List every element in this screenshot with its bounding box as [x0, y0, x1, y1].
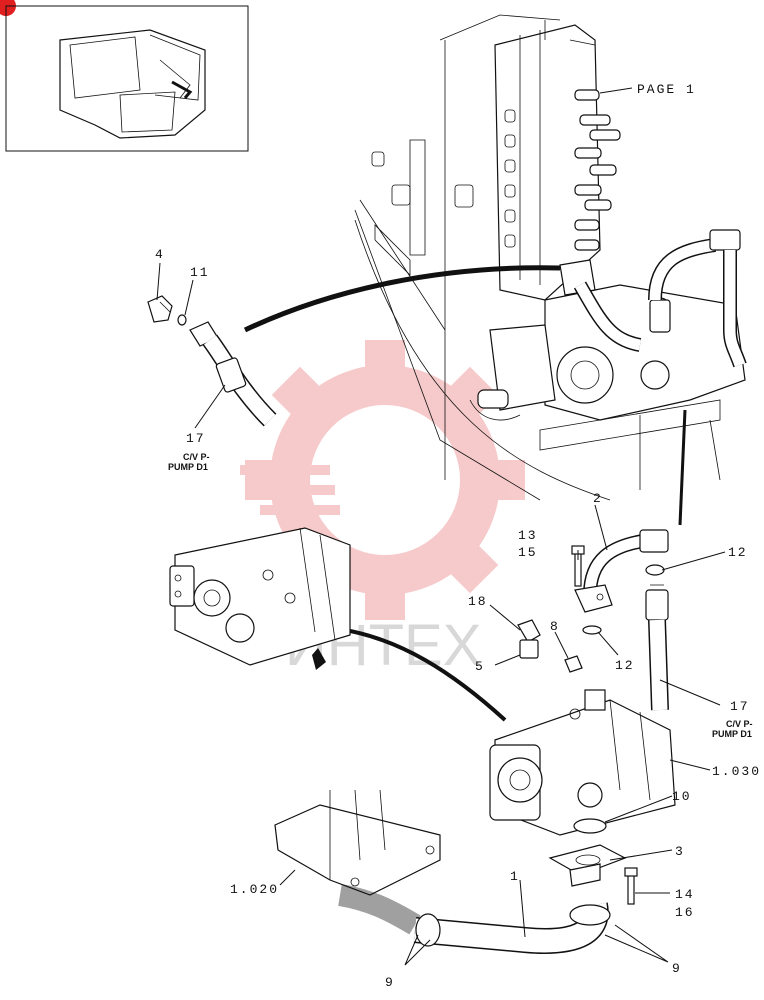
callout-5: 5 — [475, 659, 485, 674]
callout-18: 18 — [468, 594, 488, 609]
sensor-18 — [517, 619, 541, 659]
corner-mark — [0, 0, 16, 16]
note-cv-pump-right-2: PUMP D1 — [712, 729, 752, 739]
callout-8: 8 — [550, 619, 560, 634]
leader-lines — [156, 87, 726, 966]
callout-2: 2 — [593, 491, 603, 506]
plug-8 — [564, 655, 583, 673]
lower-pump-1030 — [489, 689, 676, 836]
upper-pump-assembly — [469, 259, 746, 421]
o-ring-12-lower — [582, 625, 602, 635]
callout-11: 11 — [190, 265, 210, 280]
o-ring-12-upper — [645, 564, 665, 576]
leader-arc-lower — [344, 628, 507, 722]
o-ring-10 — [573, 818, 607, 834]
bracket-1020 — [274, 789, 441, 896]
callout-1020: 1.020 — [230, 882, 279, 897]
o-ring-11 — [177, 314, 187, 326]
bolt-14 — [624, 867, 638, 905]
callout-17-left: 17 — [186, 431, 206, 446]
hose-upper-right — [573, 229, 747, 526]
control-valve — [494, 20, 621, 301]
callout-1: 1 — [510, 869, 520, 884]
fitting-4 — [147, 295, 173, 323]
callout-13: 13 — [518, 528, 538, 543]
flange-3 — [548, 844, 627, 887]
callout-4: 4 — [155, 247, 165, 262]
callout-17-right: 17 — [730, 699, 750, 714]
leader-arc-upper — [243, 265, 561, 333]
watermark-logo — [240, 340, 525, 620]
note-cv-pump-left-2: PUMP D1 — [168, 462, 208, 472]
callout-9-left: 9 — [385, 975, 395, 990]
callout-15: 15 — [518, 545, 538, 560]
hose-17-right — [645, 584, 669, 711]
pipe-2 — [574, 529, 669, 613]
callout-9-right: 9 — [672, 961, 682, 976]
excavator-thumbnail — [59, 29, 206, 139]
suction-pipe-1 — [338, 884, 611, 954]
callout-1030: 1.030 — [712, 764, 761, 779]
callout-10: 10 — [672, 789, 692, 804]
page-ref-label: PAGE 1 — [637, 82, 696, 97]
callout-14: 14 — [675, 887, 695, 902]
callout-12-upper: 12 — [728, 545, 748, 560]
note-cv-pump-left-1: C/V P- — [183, 452, 210, 462]
callout-16: 16 — [675, 905, 695, 920]
callout-3: 3 — [675, 844, 685, 859]
callout-12-lower: 12 — [615, 658, 635, 673]
note-cv-pump-right-1: C/V P- — [726, 719, 753, 729]
inset-overview — [5, 5, 249, 152]
hose-17-left — [189, 321, 277, 427]
main-pump-exploded — [169, 527, 351, 670]
